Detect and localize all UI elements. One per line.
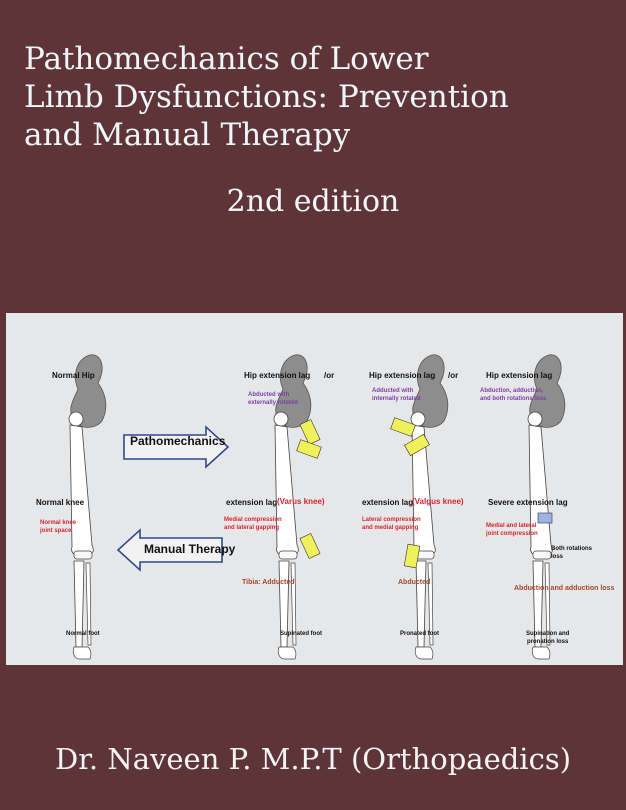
- col3-or-label: /or: [448, 371, 459, 380]
- col4-knee-label: Severe extension lag: [488, 498, 568, 507]
- cover-illustration: Pathomechanics Manual Therapy Normal Hip…: [6, 313, 623, 665]
- col2-knee-note: Medial compression and lateral gapping: [224, 517, 282, 531]
- col3-hip-label: Hip extension lag: [369, 371, 436, 380]
- normal-hip-label: Normal Hip: [52, 371, 95, 380]
- col2-foot-label: Supinated foot: [280, 631, 322, 637]
- normal-knee-label: Normal knee: [36, 498, 85, 507]
- title-line-1: Pathomechanics of Lower: [24, 41, 429, 77]
- col4-hip-label: Hip extension lag: [486, 371, 553, 380]
- normal-knee-note: Normal knee joint space: [40, 520, 77, 534]
- leg-bones-illustration: [68, 354, 566, 660]
- col4-foot-label: Supination and pronation loss: [526, 631, 570, 645]
- col2-knee-type: (Varus knee): [277, 497, 325, 506]
- author-name: Dr. Naveen P. M.P.T (Orthopaedics): [54, 742, 572, 776]
- normal-foot-label: Normal foot: [66, 631, 100, 637]
- edition-label: 2nd edition: [226, 184, 400, 219]
- col3-tibia-label: Abducted: [398, 579, 431, 586]
- manual-therapy-label: Manual Therapy: [144, 542, 236, 556]
- col4-abduction-note: Abduction and adduction loss: [514, 585, 615, 592]
- col4-rotation-note: Both rotations loss: [551, 546, 592, 560]
- col2-hip-label: Hip extension lag: [244, 371, 311, 380]
- col3-hip-note: Adducted with internally rotated: [372, 388, 421, 402]
- title-line-2: Limb Dysfunctions: Prevention: [24, 79, 509, 115]
- col4-knee-note: Medial and lateral joint compression: [486, 523, 538, 537]
- col2-knee-label: extension lag: [226, 498, 278, 507]
- pathomechanics-label: Pathomechanics: [130, 434, 226, 448]
- manual-therapy-arrow: [116, 528, 223, 572]
- col2-hip-note: Abducted with externally rotated: [248, 392, 299, 406]
- pathomechanics-arrow: [123, 425, 230, 469]
- col3-foot-label: Pronated foot: [400, 631, 439, 637]
- col3-knee-note: Lateral compression and medial gapping: [362, 517, 421, 531]
- col3-knee-label: extension lag: [362, 498, 414, 507]
- col4-hip-note: Abduction, adduction, and both rotations…: [480, 388, 547, 402]
- muscle-tags: [296, 417, 553, 569]
- col2-tibia-label: Tibia: Adducted: [242, 579, 295, 586]
- book-title: Pathomechanics of Lower Limb Dysfunction…: [24, 40, 604, 154]
- title-line-3: and Manual Therapy: [24, 117, 351, 153]
- col2-or-label: /or: [324, 371, 335, 380]
- col3-knee-type: (Valgus knee): [412, 497, 464, 506]
